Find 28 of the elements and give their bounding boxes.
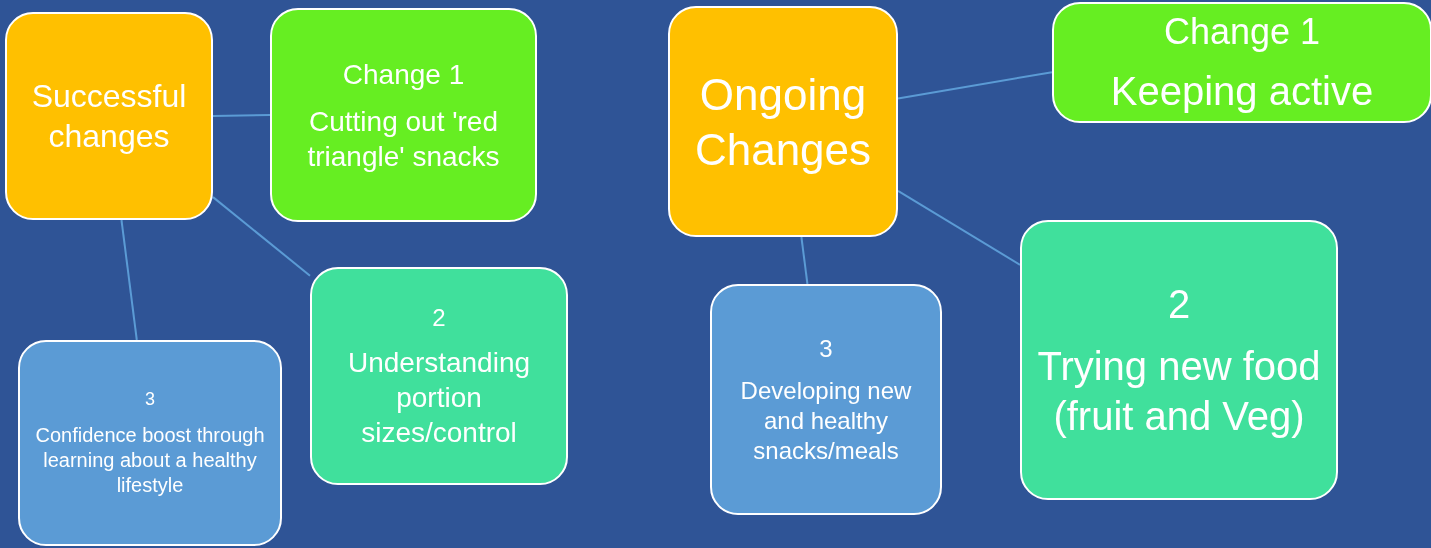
box-text: Ongoing Changes xyxy=(693,68,873,176)
connector-line xyxy=(897,71,1053,100)
topic-box xyxy=(5,12,213,220)
change-box xyxy=(1052,2,1431,123)
box-heading: 2 xyxy=(1167,281,1191,328)
box-text: Keeping active xyxy=(1110,68,1374,115)
box-text: Cutting out 'red triangle' snacks xyxy=(306,104,501,174)
box-heading: 3 xyxy=(819,333,833,364)
connector-line xyxy=(212,196,311,277)
change-box xyxy=(710,284,942,515)
box-text: Trying new food (fruit and Veg) xyxy=(1036,343,1322,440)
change-box xyxy=(270,8,537,222)
connector-line xyxy=(800,236,809,285)
connector-line xyxy=(897,189,1021,266)
change-box xyxy=(18,340,282,546)
change-box xyxy=(310,267,568,485)
box-text: Successful changes xyxy=(30,77,188,156)
box-heading: Change 1 xyxy=(1163,10,1321,54)
change-box xyxy=(1020,220,1338,500)
box-text: Confidence boost through learning about a healthy lifestyle xyxy=(34,422,266,498)
box-heading: Change 1 xyxy=(342,57,465,92)
box-heading: 2 xyxy=(432,302,446,333)
connector-line xyxy=(212,114,271,117)
topic-box xyxy=(668,6,898,237)
box-heading: 3 xyxy=(145,388,155,411)
box-text: Understanding portion sizes/control xyxy=(346,345,532,450)
connector-line xyxy=(120,219,138,341)
box-text: Developing new and healthy snacks/meals xyxy=(739,375,913,466)
